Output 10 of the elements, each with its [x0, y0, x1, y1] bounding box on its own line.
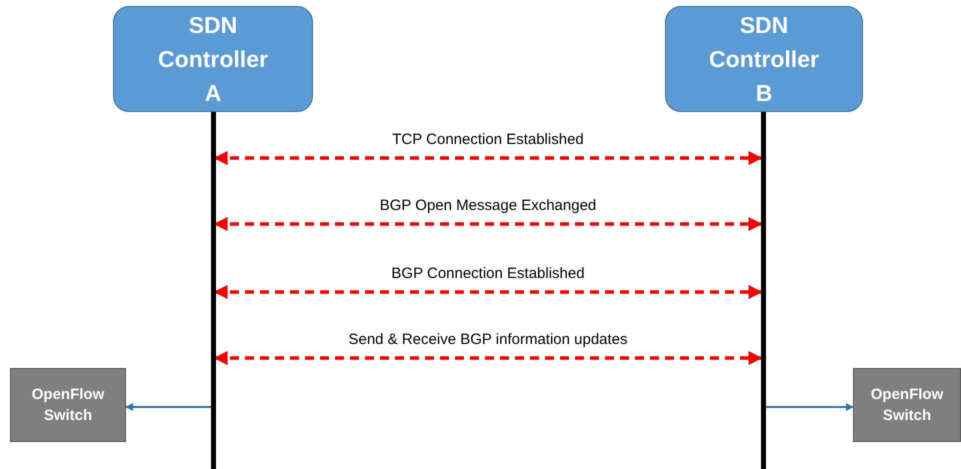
arrow: [214, 151, 762, 165]
controller-box: SDN Controller B: [665, 6, 863, 112]
controller-box: SDN Controller A: [113, 6, 313, 112]
switch-box: OpenFlow Switch: [853, 368, 961, 442]
arrow: [214, 351, 762, 365]
arrow: [214, 285, 762, 299]
arrow: [125, 403, 211, 411]
arrow: [765, 403, 854, 411]
arrow: [214, 217, 762, 231]
switch-box: OpenFlow Switch: [10, 368, 126, 442]
